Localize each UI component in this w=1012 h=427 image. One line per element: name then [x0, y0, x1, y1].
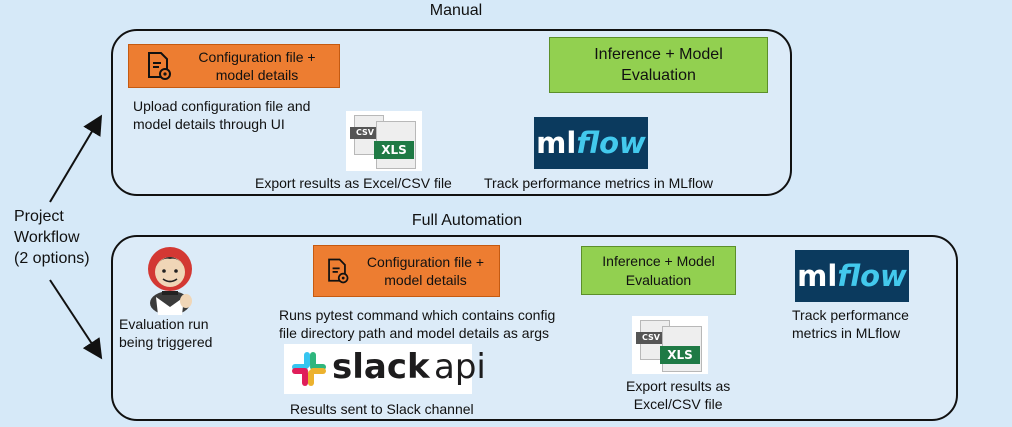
automation-export-caption: Export results as Excel/CSV file — [626, 377, 730, 413]
trigger-caption-line1: Evaluation run — [119, 316, 209, 332]
upload-caption-line2: model details through UI — [133, 116, 285, 132]
pytest-caption-line1: Runs pytest command which contains confi… — [279, 307, 556, 323]
slack-hash-icon — [292, 352, 326, 386]
workflow-label-line1: Project — [14, 208, 64, 225]
workflow-label-line3: (2 options) — [14, 250, 90, 267]
manual-track-caption: Track performance metrics in MLflow — [484, 175, 713, 191]
slack-text: slack — [332, 347, 430, 387]
manual-inference-line2: Evaluation — [621, 67, 696, 84]
automation-export-line2: Excel/CSV file — [633, 396, 723, 412]
document-gear-icon — [148, 52, 171, 80]
pytest-caption-line2: file directory path and model details as… — [279, 325, 550, 341]
workflow-label-line2: Workflow — [14, 229, 80, 246]
csv-tag: CSV — [350, 127, 380, 139]
upload-caption-line1: Upload configuration file and — [133, 98, 311, 114]
mlflow-ml-text: ml — [797, 259, 838, 293]
automation-config-line1: Configuration file + — [366, 254, 485, 270]
arrow-workflow-to-manual — [49, 114, 103, 203]
manual-config-line1: Configuration file + — [198, 49, 316, 65]
mlflow-flow-text: flow — [837, 259, 907, 293]
automation-excel-csv-icon: CSV XLS — [632, 316, 708, 374]
trigger-caption: Evaluation run being triggered — [119, 315, 212, 351]
manual-upload-caption: Upload configuration file and model deta… — [133, 97, 310, 133]
automation-export-line1: Export results as — [626, 378, 731, 394]
manual-title: Manual — [429, 2, 483, 19]
automation-track-line1: Track performance — [792, 307, 909, 323]
manual-inference-box: Inference + Model Evaluation — [549, 37, 768, 93]
api-text: api — [434, 347, 486, 387]
manual-excel-csv-icon: CSV XLS — [346, 111, 422, 171]
jenkins-butler-icon — [148, 247, 192, 315]
automation-title: Full Automation — [411, 212, 523, 229]
automation-config-box: Configuration file + model details — [313, 245, 500, 297]
pytest-caption: Runs pytest command which contains confi… — [279, 306, 555, 342]
document-gear-icon — [328, 258, 349, 284]
mlflow-ml-text: ml — [536, 126, 577, 160]
project-workflow-label: Project Workflow (2 options) — [14, 206, 90, 269]
automation-config-line2: model details — [384, 272, 467, 288]
csv-tag: CSV — [636, 332, 666, 344]
automation-inference-line2: Evaluation — [625, 271, 692, 288]
trigger-caption-line2: being triggered — [119, 334, 213, 350]
xls-tag: XLS — [660, 346, 700, 364]
automation-inference-line1: Inference + Model — [602, 252, 715, 269]
manual-config-line2: model details — [215, 67, 299, 83]
mlflow-flow-text: flow — [576, 126, 646, 160]
manual-inference-line1: Inference + Model — [594, 46, 723, 63]
arrow-workflow-to-automation — [49, 279, 103, 360]
slack-caption: Results sent to Slack channel — [290, 401, 474, 417]
slack-api-logo: slack api — [284, 344, 486, 394]
automation-inference-box: Inference + Model Evaluation — [581, 246, 736, 295]
automation-track-caption: Track performance metrics in MLflow — [792, 306, 909, 342]
xls-tag: XLS — [374, 141, 414, 159]
automation-track-line2: metrics in MLflow — [792, 325, 901, 341]
manual-config-box: Configuration file + model details — [128, 44, 340, 88]
manual-export-caption: Export results as Excel/CSV file — [255, 175, 452, 191]
